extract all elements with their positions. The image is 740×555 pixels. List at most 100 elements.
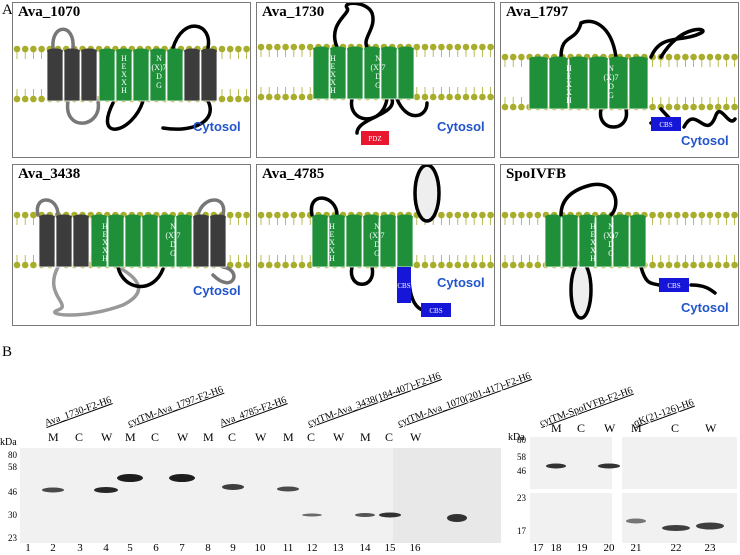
loop [355,97,394,135]
loop [559,19,618,59]
lane-letter: M [551,421,562,435]
lipid-head [413,261,421,269]
panel-title: SpoIVFB [506,166,567,182]
lane-letter: C [385,430,394,444]
cbs-domain-label: CBS [659,121,672,129]
lipid-head [509,103,517,111]
tm-helix-gray [209,216,227,268]
kda-marker: 17 [517,526,526,536]
blot-right-top-membrane [530,437,612,489]
loop [349,97,389,121]
lipid-head [38,95,45,103]
panel-b-letter: B [2,344,13,360]
tm-helix-gray-cap [184,48,200,54]
lipid-head [673,103,681,111]
lipid-head [226,211,234,219]
lipid-head [13,45,21,53]
kda-marker: 23 [517,493,526,503]
tm-helix-green-cap [133,48,149,54]
kda-marker: 80 [517,435,526,445]
lipid-head [13,261,21,269]
loop [559,182,618,217]
lipid-head [731,261,738,269]
lipid-head [438,211,445,219]
lipid-head [306,43,314,51]
tm-helix-green [628,58,649,110]
loop [51,27,75,50]
lipid-head [470,93,478,101]
lipid-head [487,211,494,219]
tm-helix-gray-cap [193,214,209,220]
lipid-head [21,95,29,103]
tm-helix-gray [183,50,201,102]
lipid-head [526,211,533,219]
lipid-head [454,261,462,269]
lipid-head [282,43,289,51]
lipid-head [657,211,665,219]
panel-title: Ava_3438 [18,166,81,182]
lipid-head [282,211,289,219]
lipid-head [723,261,730,269]
tm-helix-green [107,216,125,268]
lipid-head [446,93,453,101]
cytosol-label: Cytosol [681,133,729,148]
lipid-head [413,43,421,51]
lipid-head [290,261,298,269]
lipid-head [235,261,242,269]
lipid-head [501,103,509,111]
cbs-domain-label: CBS [429,307,442,315]
lipid-head [534,211,542,219]
cbs-domain-label: CBS [397,282,410,290]
pdz-domain-label: PDZ [368,135,381,143]
tm-helix-green-cap [329,214,345,220]
tm-helix-green-cap [529,56,548,62]
lipid-head [30,261,37,269]
lipid-head [13,211,21,219]
tm-helix-gray-cap [64,48,80,54]
cytosol-label: Cytosol [437,275,485,290]
loop [171,24,211,50]
tm-helix-green-cap [589,56,608,62]
blot-sigmak-bottom-membrane [622,493,737,543]
tm-helix-green [629,216,647,268]
lane-number: 11 [282,542,294,554]
lipid-head [706,211,714,219]
blot-left-membrane [20,448,393,543]
tm-helix-gray-cap [47,48,63,54]
lipid-head [290,43,298,51]
lipid-head [690,53,697,61]
lipid-head [518,103,525,111]
tm-helix-gray [72,216,90,268]
lane-letter: W [255,430,267,444]
lane-letter: M [631,421,642,435]
tm-helix-gray-cap [81,48,97,54]
lipid-head [526,261,533,269]
lipid-head [470,211,478,219]
lane-number: 4 [103,542,109,554]
lane-number: 5 [127,542,133,554]
loop [105,99,145,131]
tm-helix-green-cap [609,56,628,62]
tm-helix-green [98,50,116,102]
lipid-head [665,211,673,219]
lipid-head [290,93,298,101]
loop [395,97,429,118]
lipid-head [682,211,689,219]
lane-letter: M [203,430,214,444]
lipid-head [487,43,494,51]
tm-helix-green [345,216,363,268]
lipid-head [30,211,37,219]
lane-number: 15 [384,542,396,554]
loop [649,27,705,59]
lipid-head [706,53,714,61]
kda-marker: 80 [8,450,17,460]
tm-helix-green-cap [613,214,629,220]
tm-helix-green-cap [381,46,397,52]
lipid-head [714,53,722,61]
